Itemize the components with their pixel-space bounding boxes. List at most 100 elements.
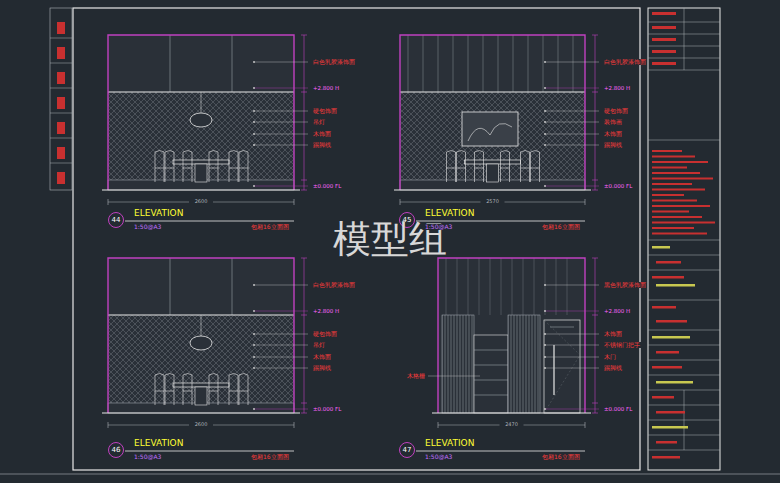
ceiling-line <box>468 258 469 315</box>
slat-panel <box>442 315 474 413</box>
cabinet-shelf <box>474 350 508 351</box>
material-note: 吊灯 <box>312 342 326 348</box>
level-tick <box>301 315 307 316</box>
table-top <box>173 383 229 387</box>
title-underline <box>125 451 294 452</box>
note-line <box>652 156 695 158</box>
ceiling-line <box>523 258 524 315</box>
leader-dot <box>253 110 255 112</box>
ceiling-line <box>490 258 491 315</box>
ceiling-line <box>534 258 535 315</box>
note-line <box>652 194 684 196</box>
strip-cell <box>50 163 72 164</box>
leader-line <box>428 376 480 377</box>
note-line <box>652 222 715 224</box>
chair <box>239 151 248 183</box>
dimension-line <box>108 202 189 203</box>
title-text-mark <box>652 246 670 249</box>
ceiling-line <box>446 258 447 315</box>
material-note: 白色乳胶漆饰面 <box>312 59 356 65</box>
leader-line <box>545 186 599 187</box>
dimension-tick <box>294 199 295 205</box>
leader-dot <box>544 310 546 312</box>
level-dimension <box>595 258 596 413</box>
strip-cell <box>50 38 72 39</box>
chair <box>229 374 238 406</box>
elevation-outline <box>108 258 294 413</box>
leader-dot <box>544 144 546 146</box>
leader-line <box>254 285 308 286</box>
table-base <box>487 164 499 182</box>
chair <box>229 151 238 183</box>
material-note: 不锈钢门把手 <box>603 342 641 348</box>
leader-dot <box>253 185 255 187</box>
chair <box>209 374 218 406</box>
elevation-outline <box>438 258 585 413</box>
chair <box>155 374 164 406</box>
dimension: 2470 <box>504 422 519 428</box>
title-mark <box>652 50 676 53</box>
title-row <box>648 270 720 271</box>
sheet-frame <box>0 8 780 474</box>
level-dimension <box>304 35 305 190</box>
leader-line <box>545 311 599 312</box>
elevation-callout-circle: 44 <box>108 212 124 228</box>
curtain-line <box>543 35 544 92</box>
title-text-mark <box>656 381 693 384</box>
chair <box>521 151 530 183</box>
table-top <box>465 160 521 164</box>
elevation-outline <box>400 35 585 190</box>
elevation-title: ELEVATION <box>133 439 184 449</box>
leader-line <box>254 145 308 146</box>
leader-dot <box>544 333 546 335</box>
title-text-mark <box>652 456 680 459</box>
strip-cell <box>50 113 72 114</box>
strip-mark <box>57 72 65 84</box>
dimension-line <box>213 425 294 426</box>
chandelier <box>190 113 212 127</box>
leader-dot <box>253 310 255 312</box>
leader-line <box>545 409 599 410</box>
cabinet-shelf <box>474 365 508 366</box>
level-tick <box>301 258 307 259</box>
leader-dot <box>544 408 546 410</box>
curtain-line <box>498 35 499 92</box>
note-line <box>652 200 697 202</box>
curtain-line <box>483 35 484 92</box>
ceiling-line <box>501 258 502 315</box>
level-tick <box>592 190 598 191</box>
strip-cell <box>50 63 72 64</box>
level-mark: ±0.000 FL <box>312 183 342 189</box>
leader-dot <box>544 121 546 123</box>
leader-line <box>545 88 599 89</box>
ceiling-line <box>545 258 546 315</box>
title-text-mark <box>656 320 687 323</box>
strip-mark <box>57 47 65 59</box>
ceiling-line <box>457 258 458 315</box>
leader-dot <box>544 356 546 358</box>
chair <box>501 151 510 183</box>
leader-dot <box>253 356 255 358</box>
title-row <box>648 140 720 141</box>
title-text-mark <box>652 366 682 369</box>
leader-dot <box>253 144 255 146</box>
material-note: 踢脚线 <box>603 142 623 148</box>
material-note: 黑色乳胶漆饰面 <box>603 282 647 288</box>
scale-note: 1:50@A3 <box>424 224 453 231</box>
note-line <box>652 178 713 180</box>
title-row <box>648 300 720 301</box>
lamp-rod <box>201 315 202 336</box>
level-tick <box>592 315 598 316</box>
leader-line <box>254 345 308 346</box>
elevation-title: ELEVATION <box>424 439 475 449</box>
leader-line <box>254 88 308 89</box>
strip-mark <box>57 122 65 134</box>
elevation-callout-circle: 46 <box>108 442 124 458</box>
leader-dot <box>253 367 255 369</box>
title-underline <box>125 221 294 222</box>
ceiling-joint <box>232 35 233 92</box>
door-handle <box>553 345 554 395</box>
drawing-name: 包厢16立面图 <box>250 224 290 231</box>
